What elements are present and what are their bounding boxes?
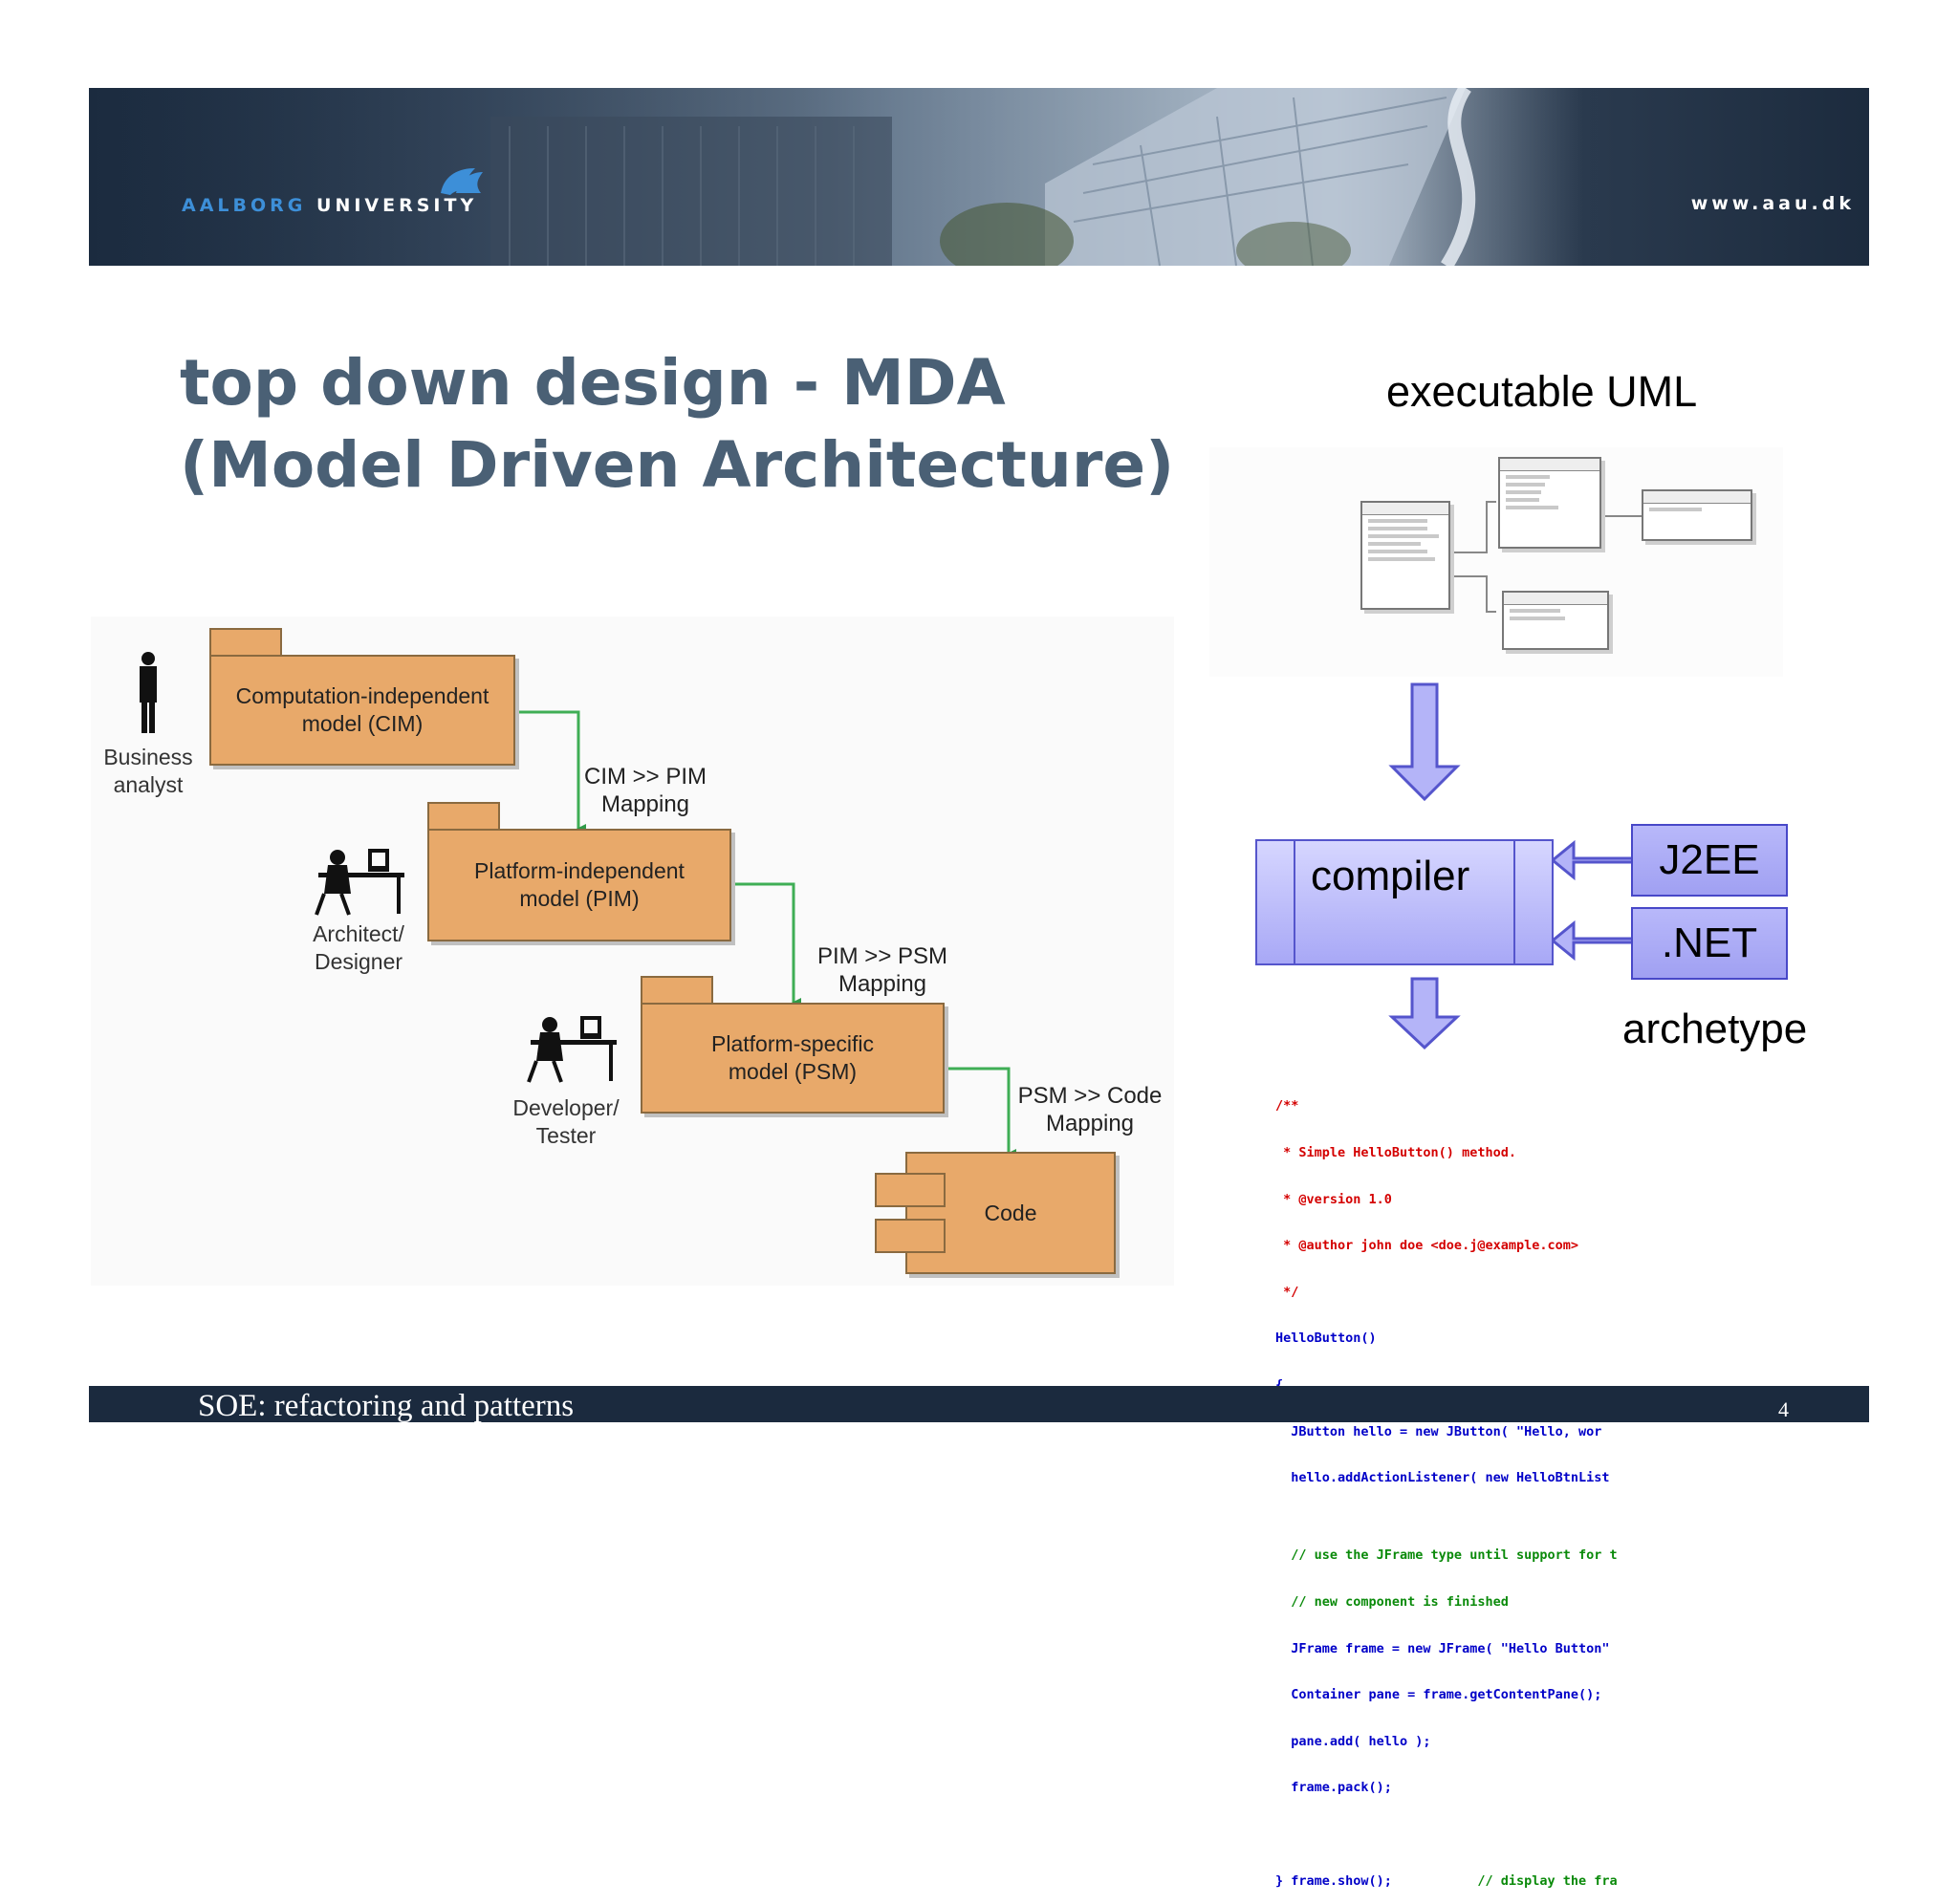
uml-class-address <box>1498 457 1601 549</box>
logo-word-aalborg: AALBORG <box>182 195 307 216</box>
code-comment: // display the fra <box>1391 1872 1618 1889</box>
code-line: HelloButton() <box>1275 1331 1377 1347</box>
code-line: hello.addActionListener( new HelloBtnLis… <box>1275 1470 1610 1486</box>
pim-package-tab <box>427 802 500 831</box>
cim-package: Computation-independent model (CIM) <box>209 655 515 766</box>
mda-connectors <box>140 652 1016 1158</box>
archetype-j2ee-label: J2EE <box>1659 836 1760 883</box>
header-banner <box>89 88 1869 266</box>
psm-package-label: Platform-specific model (PSM) <box>711 1031 874 1084</box>
code-statement: } frame.show(); <box>1275 1872 1392 1889</box>
down-arrow-compiler-to-code <box>1388 977 1461 1050</box>
architect-icon <box>315 849 404 916</box>
code-component: Code <box>905 1152 1116 1274</box>
code-line: frame.pack(); <box>1275 1780 1392 1796</box>
code-line: pane.add( hello ); <box>1275 1733 1431 1749</box>
compiler-box-right-bar <box>1513 841 1552 963</box>
university-logo[interactable]: AALBORG UNIVERSITY <box>182 195 477 216</box>
code-line: Container pane = frame.getContentPane(); <box>1275 1687 1602 1703</box>
compiler-box <box>1255 839 1554 965</box>
role-business-analyst: Business analyst <box>103 745 193 797</box>
compiler-box-left-bar <box>1257 841 1295 963</box>
archetype-label: archetype <box>1622 1006 1808 1052</box>
code-line: /** <box>1275 1098 1299 1114</box>
uml-class-validator <box>1642 489 1752 541</box>
psm-package: Platform-specific model (PSM) <box>641 1003 945 1114</box>
uml-class-person <box>1360 501 1450 610</box>
executable-uml-label: executable UML <box>1386 367 1698 416</box>
code-line: // new component is finished <box>1275 1593 1509 1610</box>
website-url[interactable]: www.aau.dk <box>1690 193 1855 214</box>
archetype-arrows <box>1550 839 1635 962</box>
code-line: * Simple HelloButton() method. <box>1275 1145 1516 1161</box>
footer-bar <box>89 1386 1869 1422</box>
code-line: } frame.show(); // display the fra <box>1275 1873 1618 1889</box>
code-component-port-top <box>875 1173 946 1207</box>
footer-course-title: SOE: refactoring and patterns <box>198 1389 575 1423</box>
code-line: */ <box>1275 1284 1299 1300</box>
developer-icon <box>527 1016 617 1083</box>
pim-package-label: Platform-independent model (PIM) <box>474 858 685 911</box>
cim-package-tab <box>209 628 282 657</box>
uml-connectors <box>1447 501 1642 613</box>
aau-logo-icon <box>441 168 483 195</box>
mapping-cim-pim: CIM >> PIM Mapping <box>583 764 707 817</box>
archetype-j2ee: J2EE <box>1631 824 1788 897</box>
compiler-label: compiler <box>1311 853 1470 899</box>
uml-class-phone <box>1502 591 1609 650</box>
code-component-label: Code <box>984 1200 1037 1225</box>
psm-package-tab <box>641 976 713 1005</box>
code-component-port-bottom <box>875 1219 946 1253</box>
mda-diagram: Computation-independent model (CIM) Plat… <box>91 617 1174 1286</box>
mapping-pim-psm: PIM >> PSM Mapping <box>816 943 948 997</box>
cim-package-label: Computation-independent model (CIM) <box>235 683 490 736</box>
down-arrow-uml-to-compiler <box>1388 682 1461 802</box>
archetype-dotnet: .NET <box>1631 907 1788 980</box>
title-line-2: (Model Driven Architecture) <box>180 428 1175 502</box>
code-line: // use the JFrame type until support for… <box>1275 1547 1618 1564</box>
java-code-sample: /** * Simple HelloButton() method. * @ve… <box>1275 1068 1618 1904</box>
uml-class-diagram <box>1209 447 1783 677</box>
code-line: ​ <box>1275 1827 1618 1842</box>
role-developer: Developer/ Tester <box>512 1095 620 1148</box>
title-line-1: top down design - MDA <box>180 346 1006 420</box>
code-line: * @version 1.0 <box>1275 1191 1392 1207</box>
code-line: { <box>1275 1377 1618 1393</box>
campus-photo <box>89 88 1869 266</box>
business-analyst-icon <box>140 652 157 733</box>
code-line: JButton hello = new JButton( "Hello, wor <box>1275 1423 1602 1439</box>
page-number: 4 <box>1778 1397 1789 1421</box>
archetype-dotnet-label: .NET <box>1661 920 1758 966</box>
slide-title: top down design - MDA (Model Driven Arch… <box>180 342 1231 507</box>
code-line: JFrame frame = new JFrame( "Hello Button… <box>1275 1640 1610 1656</box>
pim-package: Platform-independent model (PIM) <box>427 829 731 941</box>
role-architect: Architect/ Designer <box>313 921 404 974</box>
logo-word-university: UNIVERSITY <box>316 195 478 216</box>
code-line: * @author john doe <doe.j@example.com> <box>1275 1238 1578 1254</box>
mapping-psm-code: PSM >> Code Mapping <box>1017 1083 1163 1136</box>
